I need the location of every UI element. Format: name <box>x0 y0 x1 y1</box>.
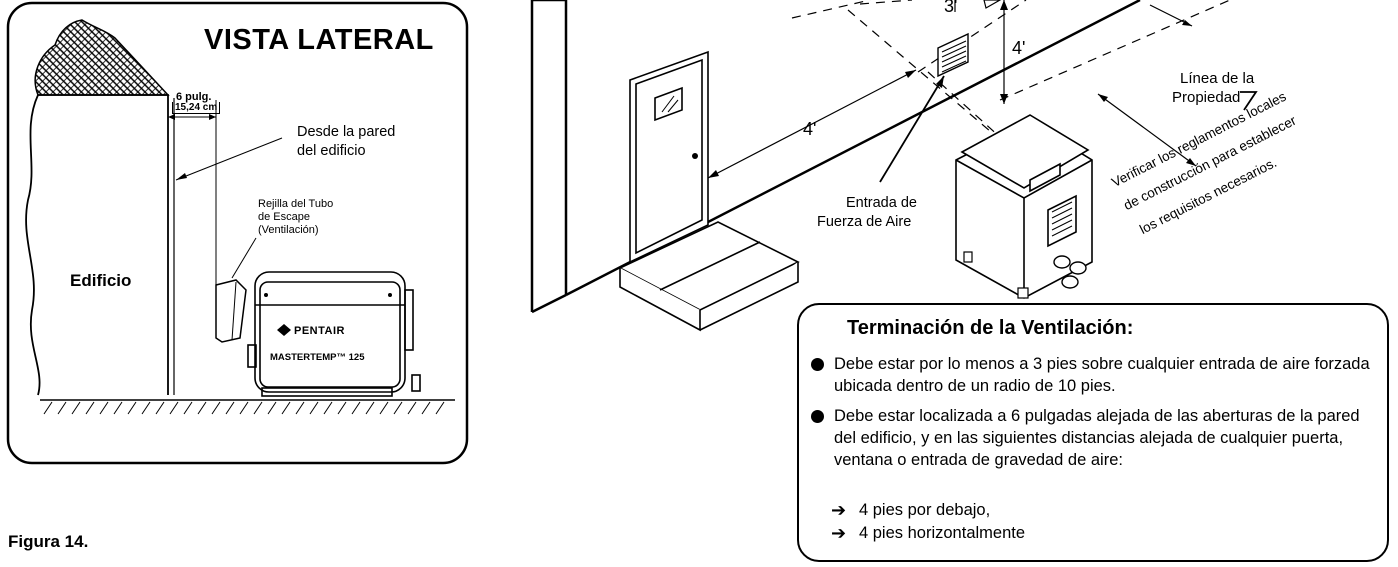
vent-bullet-1: Debe estar por lo menos a 3 pies sobre c… <box>811 353 1379 397</box>
vent-bullet-1-text: Debe estar por lo menos a 3 pies sobre c… <box>834 355 1370 395</box>
vent-label-line1: Rejilla del Tubo <box>258 198 334 210</box>
dimension-4ft-horizontal: 4' <box>803 119 817 139</box>
vent-grille-side <box>215 279 247 343</box>
vent-sub-1-text: 4 pies por debajo, <box>859 501 991 519</box>
arrow-right-icon: ➔ <box>831 523 847 543</box>
vent-label-line3: (Ventilación) <box>258 224 319 236</box>
arrow-right-icon: ➔ <box>831 500 847 520</box>
brand-label: PENTAIR <box>294 325 345 337</box>
vent-termination-box: Terminación de la Ventilación: Debe esta… <box>797 303 1389 562</box>
air-intake-line2: Fuerza de Aire <box>817 214 912 230</box>
heater-perspective <box>955 114 1093 299</box>
vent-bullet-2-text: Debe estar localizada a 6 pulgadas aleja… <box>834 407 1360 469</box>
vent-sub-2: ➔ 4 pies horizontalmente <box>831 523 1025 544</box>
wall-label-line2: del edificio <box>297 143 366 159</box>
vent-grille-perspective <box>937 32 969 78</box>
building-outline <box>25 94 169 396</box>
foliage-shape <box>34 19 170 96</box>
vent-label-line2: de Escape <box>258 211 310 223</box>
vent-box-title: Terminación de la Ventilación: <box>847 317 1134 339</box>
heater-side-view <box>247 271 421 397</box>
bullet-dot <box>811 410 824 423</box>
property-line-label2: Propiedad <box>1172 89 1241 106</box>
model-label: MASTERTEMP™ 125 <box>270 352 365 363</box>
vent-sub-1: ➔ 4 pies por debajo, <box>831 500 990 521</box>
wall-label-line1: Desde la pared <box>297 124 396 140</box>
distance-label: 6 pulg. <box>176 91 212 103</box>
steps <box>618 221 800 332</box>
ground-hatch <box>43 401 445 415</box>
side-view-title: VISTA LATERAL <box>204 24 434 56</box>
distance-metric-label: 15,24 cm <box>172 102 221 114</box>
vent-sub-2-text: 4 pies horizontalmente <box>859 524 1026 542</box>
vent-bullet-2: Debe estar localizada a 6 pulgadas aleja… <box>811 405 1381 471</box>
building-label: Edificio <box>70 271 132 290</box>
bullet-dot <box>811 358 824 371</box>
pentair-logo-icon <box>277 324 291 336</box>
side-view-panel <box>6 1 469 465</box>
property-line-marker <box>1240 91 1258 111</box>
pipe-fittings <box>1053 255 1087 289</box>
door-knob <box>692 153 698 159</box>
air-intake-line1: Entrada de <box>846 195 917 211</box>
dimension-3ft: 3' <box>944 0 958 16</box>
property-line-label1: Línea de la <box>1180 70 1255 87</box>
figure-caption: Figura 14. <box>8 532 89 551</box>
dimension-4ft-vertical: 4' <box>1012 38 1026 58</box>
